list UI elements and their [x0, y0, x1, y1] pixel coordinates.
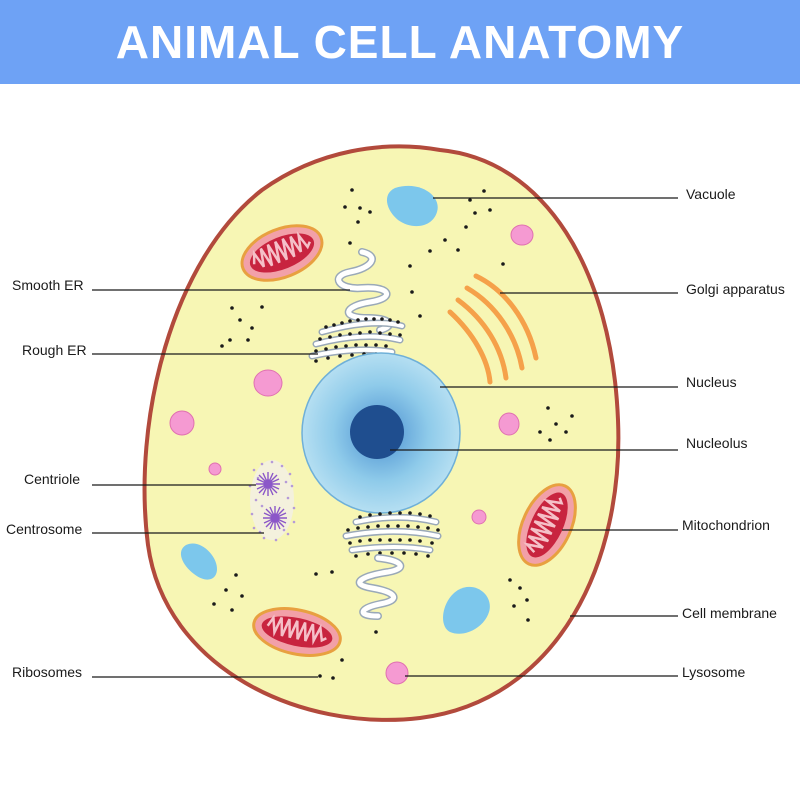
mitochondrion — [252, 607, 342, 657]
vacuole — [180, 543, 218, 580]
lysosome — [253, 369, 283, 397]
centriole — [256, 472, 280, 496]
rough-er — [308, 317, 406, 363]
centrosome — [248, 460, 296, 542]
lysosome — [169, 410, 195, 436]
label-ribosomes: Ribosomes — [12, 664, 82, 680]
page-title: ANIMAL CELL ANATOMY — [115, 16, 685, 68]
vacuole — [443, 586, 490, 634]
lysosome — [208, 462, 222, 476]
label-vacuole: Vacuole — [686, 186, 736, 202]
lysosome — [498, 412, 520, 436]
label-nucleus: Nucleus — [686, 374, 737, 390]
lysosome — [471, 509, 487, 525]
label-rough-er: Rough ER — [22, 342, 87, 358]
label-smooth-er: Smooth ER — [12, 277, 84, 293]
mitochondrion — [240, 224, 324, 282]
label-golgi-apparatus: Golgi apparatus — [686, 281, 785, 297]
golgi-apparatus — [447, 273, 539, 385]
label-mitochondrion: Mitochondrion — [682, 517, 770, 533]
title-banner: ANIMAL CELL ANATOMY — [0, 0, 800, 84]
label-nucleolus: Nucleolus — [686, 435, 747, 451]
ribosomes — [212, 188, 574, 680]
nucleolus — [350, 405, 404, 459]
lysosome — [510, 224, 534, 246]
mitochondrion — [517, 483, 577, 567]
label-cell-membrane: Cell membrane — [682, 605, 777, 621]
centriole — [263, 506, 287, 530]
vacuole — [386, 185, 438, 227]
label-lysosome: Lysosome — [682, 664, 746, 680]
lysosome — [385, 661, 409, 685]
label-centrosome: Centrosome — [6, 521, 82, 537]
rough-er — [342, 511, 442, 558]
cell-diagram: Vacuole Golgi apparatus Nucleus Nucleolu… — [6, 144, 785, 722]
label-centriole: Centriole — [24, 471, 80, 487]
